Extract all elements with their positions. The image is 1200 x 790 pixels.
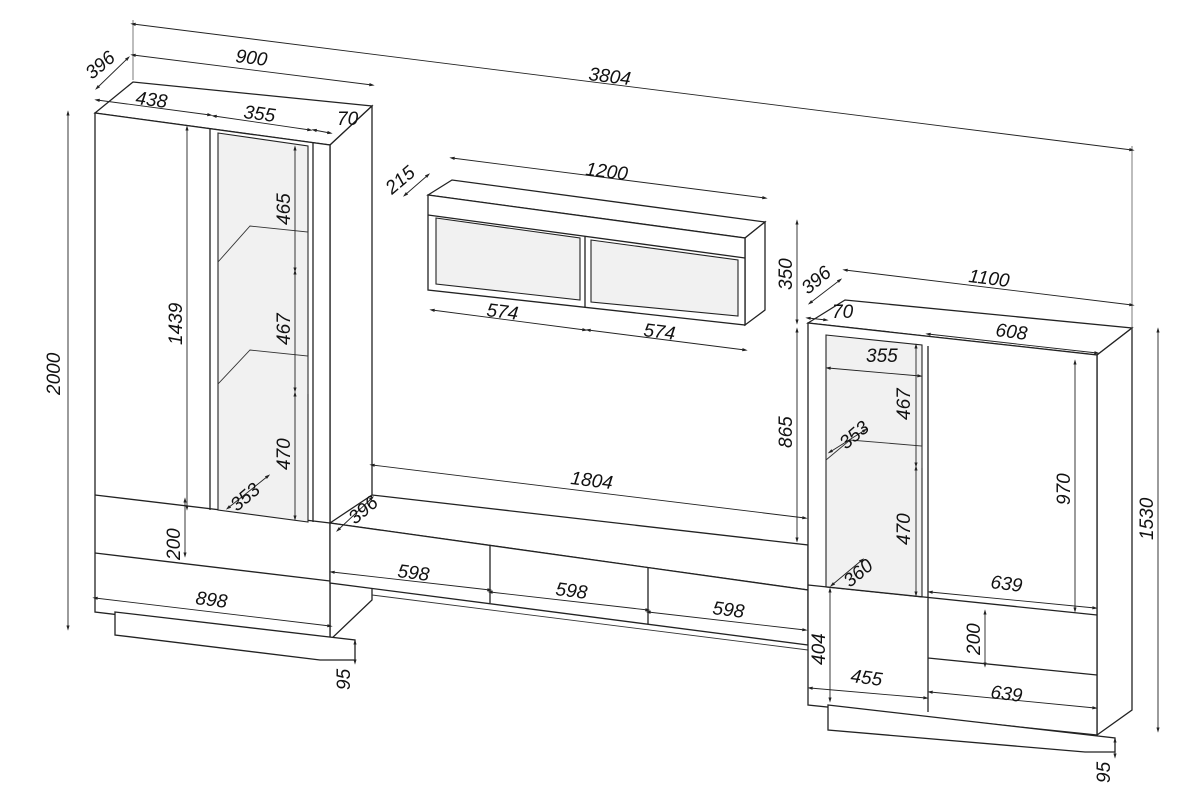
left-cabinet-edges	[94, 128, 331, 582]
label-left-drawer-height: 200	[164, 528, 185, 561]
dim-line-overall-width	[130, 22, 1135, 152]
label-right-drawer-width: 639	[989, 682, 1023, 707]
dim-line-right-drawer-width	[927, 690, 1098, 710]
label-overall-width: 3804	[587, 64, 632, 90]
dim-line-right-shelf-width	[825, 366, 923, 378]
dim-line-left-door-width	[94, 98, 213, 117]
dim-line-tv-depth	[336, 496, 374, 532]
dimension-lines	[66, 22, 1160, 759]
label-right-shelf-1: 467	[894, 387, 915, 420]
dim-line-tv-drawer-3	[645, 610, 808, 632]
dim-line-tv-drawer-1	[329, 570, 493, 592]
label-tv-width: 1804	[569, 468, 614, 494]
label-left-shelf-width: 355	[242, 102, 276, 127]
dim-line-tv-width	[369, 463, 808, 520]
label-left-width: 900	[234, 46, 268, 71]
left-shelf-boards	[217, 225, 309, 394]
wall-shelf	[426, 179, 767, 327]
dim-line-right-shelf-depth	[827, 428, 868, 454]
label-left-height: 2000	[44, 352, 65, 396]
label-wall-to-tv: 865	[776, 416, 797, 448]
wall-shelf-side	[744, 220, 766, 327]
label-left-shelf-2: 467	[274, 312, 295, 345]
label-right-shelf-2: 470	[894, 513, 915, 545]
tv-stand-base	[371, 594, 809, 651]
dim-line-wall-width	[449, 156, 768, 200]
right-plinth	[827, 704, 1116, 753]
label-left-side-gap: 70	[337, 109, 359, 130]
dim-line-left-width	[130, 53, 375, 87]
label-tv-drawer-1: 598	[396, 561, 430, 586]
dim-line-left-depth	[95, 56, 130, 90]
label-tv-drawer-2: 598	[554, 579, 588, 604]
right-open-shelf	[825, 334, 923, 598]
label-wall-height: 350	[776, 258, 797, 290]
label-left-door-width: 438	[134, 88, 168, 113]
dim-line-right-door-width	[925, 332, 1100, 355]
label-left-drawer-width: 898	[194, 588, 228, 613]
dim-line-left-side-gap	[311, 128, 333, 135]
dim-line-wall-cell-2	[585, 328, 748, 352]
label-right-lower-height: 404	[809, 633, 830, 665]
label-left-shelf-1: 465	[274, 193, 295, 225]
label-right-depth: 396	[798, 262, 836, 299]
label-right-shelf-width: 355	[866, 346, 898, 367]
label-left-door-height: 1439	[166, 302, 187, 345]
dim-line-tv-drawer-2	[487, 590, 651, 612]
dim-line-wall-cell-1	[429, 308, 588, 332]
label-right-plinth: 95	[1094, 761, 1115, 783]
label-tv-drawer-3: 598	[711, 598, 745, 623]
label-right-door-width: 608	[994, 320, 1028, 345]
label-right-inner-width: 639	[989, 572, 1023, 597]
dim-line-wall-depth	[402, 173, 431, 197]
label-wall-cell-2: 574	[642, 320, 676, 345]
label-wall-width: 1200	[584, 159, 629, 185]
label-left-shelf-3: 470	[274, 438, 295, 470]
label-right-side-gap: 70	[832, 302, 854, 323]
dim-line-right-width	[842, 268, 1135, 307]
wall-shelf-cell-right	[590, 239, 739, 317]
label-right-drawer-height: 200	[964, 623, 985, 656]
label-wall-depth: 215	[381, 162, 420, 199]
label-left-depth: 396	[82, 47, 120, 84]
dim-line-right-shelf-depth-2	[829, 558, 865, 587]
dim-line-left-shelf-depth	[225, 474, 271, 510]
dim-line-left-shelf-width	[211, 114, 313, 132]
label-right-width: 1100	[967, 266, 1011, 292]
wall-shelf-cell-left	[435, 217, 581, 301]
label-wall-cell-1: 574	[485, 300, 519, 325]
label-right-lower-door-width: 455	[849, 666, 883, 691]
dim-line-right-lower-door-width	[807, 686, 929, 700]
dim-line-right-depth	[807, 278, 843, 305]
label-left-plinth: 95	[334, 668, 355, 690]
dim-line-right-side-gap	[805, 316, 829, 322]
dim-line-left-drawer-width	[92, 596, 333, 628]
label-right-height: 1530	[1137, 497, 1158, 540]
wall-shelf-edges	[427, 214, 746, 307]
label-right-door-height: 970	[1054, 473, 1075, 505]
right-cabinet-side	[1096, 326, 1133, 737]
dim-line-right-inner-width	[927, 590, 1098, 610]
